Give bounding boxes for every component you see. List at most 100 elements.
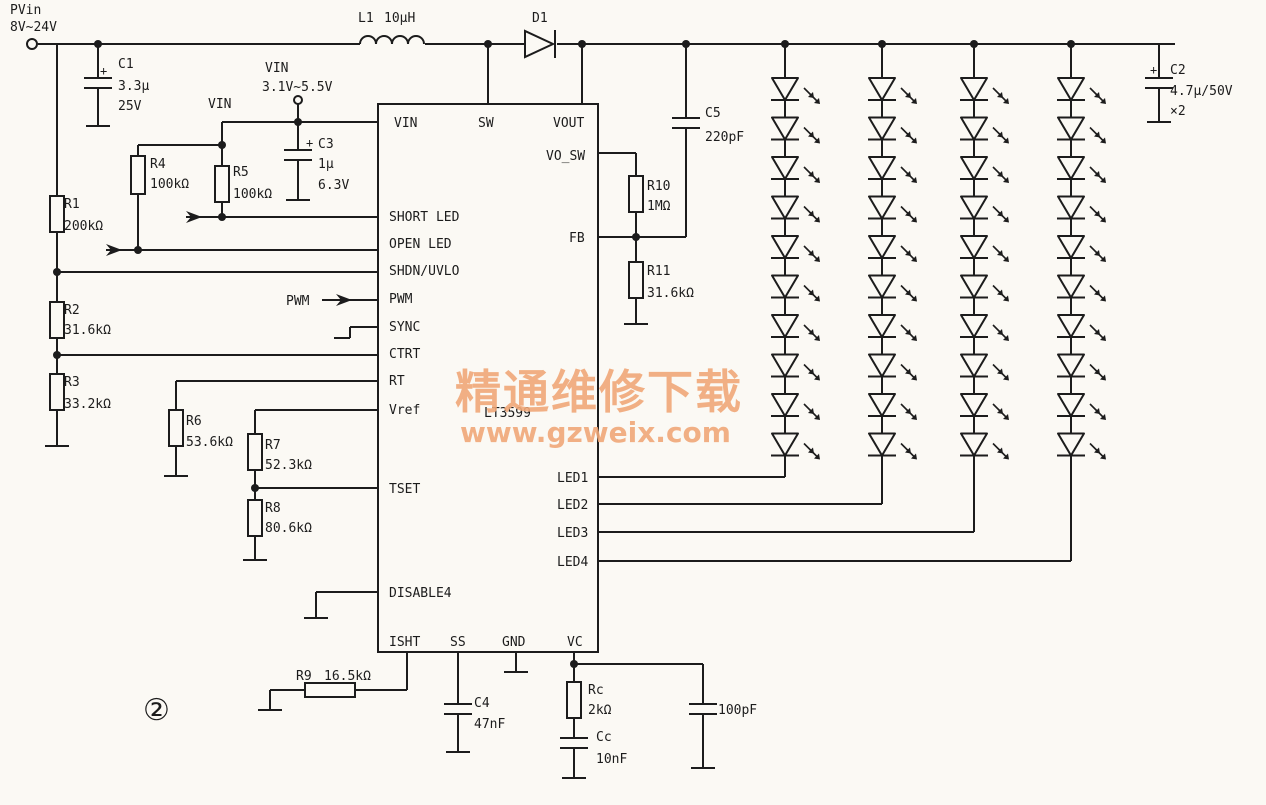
led-icon <box>1057 195 1106 223</box>
svg-text:C2: C2 <box>1170 63 1186 78</box>
led-icon <box>868 235 917 262</box>
capacitor-c4: C4 47nF <box>444 696 505 732</box>
vin-label-2: VIN <box>208 97 231 112</box>
led-icon <box>1057 274 1106 302</box>
led-icon <box>771 156 820 183</box>
led-icon <box>960 116 1009 144</box>
led-icon <box>1057 156 1106 183</box>
pin-gnd: GND <box>502 635 526 650</box>
led-icon <box>960 432 1009 460</box>
led-icon <box>960 156 1009 183</box>
capacitor-c5: C5 220pF <box>672 106 744 145</box>
led-icon <box>1057 235 1106 262</box>
svg-text:31.6kΩ: 31.6kΩ <box>64 323 111 338</box>
led-icon <box>868 77 917 104</box>
pin-vo-sw: VO_SW <box>546 149 585 164</box>
watermark: 精通维修下载 www.gzweix.com <box>455 365 743 449</box>
led-icon <box>771 235 820 262</box>
led-icon <box>868 274 917 302</box>
svg-text:R4: R4 <box>150 157 166 172</box>
led-icon <box>868 393 917 420</box>
capacitor-cc: Cc 10nF <box>560 730 627 767</box>
svg-text:R9: R9 <box>296 669 312 684</box>
junction-dots <box>53 40 1075 668</box>
led-icon <box>771 195 820 223</box>
svg-text:R7: R7 <box>265 438 281 453</box>
led-icon <box>960 195 1009 223</box>
diode-d1: D1 <box>524 11 556 59</box>
svg-text:4.7μ/50V: 4.7μ/50V <box>1170 84 1233 99</box>
svg-text:D1: D1 <box>532 11 548 26</box>
svg-text:R1: R1 <box>64 197 80 212</box>
led-icon <box>1057 393 1106 420</box>
watermark-title: 精通维修下载 <box>455 365 743 419</box>
pin-short-led: SHORT LED <box>389 210 460 225</box>
pin-open-led: OPEN LED <box>389 237 452 252</box>
svg-text:C3: C3 <box>318 137 334 152</box>
svg-text:1MΩ: 1MΩ <box>647 199 671 214</box>
led-icon <box>771 353 820 381</box>
resistor-r1: R1 200kΩ <box>49 195 103 234</box>
svg-text:3.3μ: 3.3μ <box>118 79 149 94</box>
svg-text:10μH: 10μH <box>384 11 415 26</box>
resistor-r4: R4 100kΩ <box>130 155 189 195</box>
pvin-label: PVin <box>10 3 41 18</box>
wires <box>38 43 1175 779</box>
pin-led3: LED3 <box>557 526 588 541</box>
svg-text:1μ: 1μ <box>318 157 334 172</box>
pin-tset: TSET <box>389 482 420 497</box>
pin-fb: FB <box>569 231 585 246</box>
inductor-l1: L1 10μH <box>358 11 425 45</box>
pin-vin: VIN <box>394 116 417 131</box>
led-icon <box>868 156 917 183</box>
svg-text:100kΩ: 100kΩ <box>150 177 189 192</box>
led-icon <box>960 314 1009 341</box>
svg-text:C1: C1 <box>118 57 134 72</box>
resistor-rc: Rc 2kΩ <box>566 681 612 719</box>
pin-vref: Vref <box>389 403 420 418</box>
led-icon <box>868 432 917 460</box>
resistor-r6: R6 53.6kΩ <box>168 409 233 450</box>
svg-text:100pF: 100pF <box>718 703 757 718</box>
led-icon <box>1057 432 1106 460</box>
pin-sync: SYNC <box>389 320 420 335</box>
led-icon <box>868 116 917 144</box>
led-icon <box>771 116 820 144</box>
watermark-url: www.gzweix.com <box>460 416 731 449</box>
pvin-range: 8V~24V <box>10 20 57 35</box>
pwm-arrow-icon <box>336 294 352 306</box>
led-icon <box>868 195 917 223</box>
pin-ss: SS <box>450 635 466 650</box>
svg-text:80.6kΩ: 80.6kΩ <box>265 521 312 536</box>
capacitor-c3: + C3 1μ 6.3V <box>284 136 349 193</box>
vin-supply-range: 3.1V~5.5V <box>262 80 333 95</box>
svg-text:+: + <box>306 136 313 150</box>
svg-text:6.3V: 6.3V <box>318 178 349 193</box>
led-icon <box>1057 77 1106 104</box>
pin-rt: RT <box>389 374 405 389</box>
pin-shdn-uvlo: SHDN/UVLO <box>389 264 460 279</box>
led-icon <box>771 314 820 341</box>
svg-text:C4: C4 <box>474 696 490 711</box>
svg-text:Cc: Cc <box>596 730 612 745</box>
svg-text:R5: R5 <box>233 165 249 180</box>
led-icon <box>1057 314 1106 341</box>
led-icon <box>960 353 1009 381</box>
pin-ctrt: CTRT <box>389 347 420 362</box>
led-icon <box>771 77 820 104</box>
pin-led4: LED4 <box>557 555 588 570</box>
svg-text:16.5kΩ: 16.5kΩ <box>324 669 371 684</box>
led-icon <box>960 274 1009 302</box>
svg-text:31.6kΩ: 31.6kΩ <box>647 286 694 301</box>
figure-number: ② <box>143 693 170 728</box>
svg-text:R11: R11 <box>647 264 670 279</box>
led-icon <box>771 432 820 460</box>
svg-text:×2: ×2 <box>1170 104 1186 119</box>
capacitor-vc-100pf: 100pF <box>689 703 757 718</box>
resistor-r2: R2 31.6kΩ <box>49 301 111 339</box>
led-icon <box>771 393 820 420</box>
svg-text:R6: R6 <box>186 414 202 429</box>
vin-supply-label: VIN <box>265 61 288 76</box>
short-led-arrow-icon <box>186 211 202 223</box>
